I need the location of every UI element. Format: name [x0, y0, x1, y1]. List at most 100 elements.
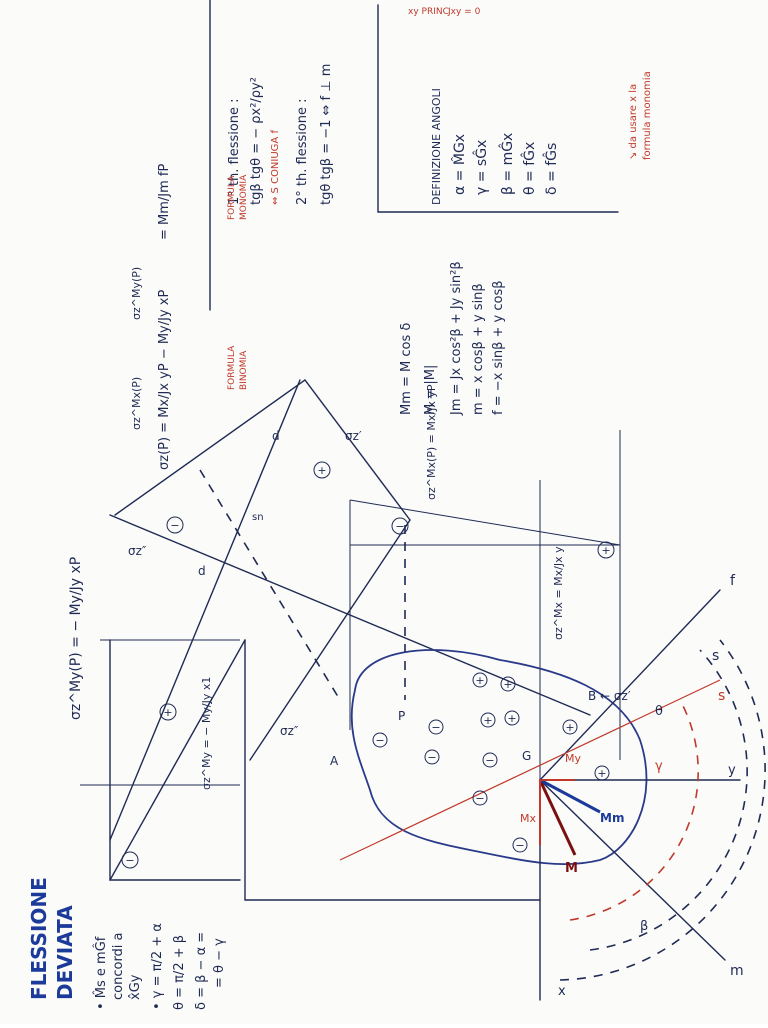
label-My: My	[565, 752, 581, 765]
note-2: concordi a	[111, 932, 126, 1000]
label-binomia-2: BINOMIA	[239, 350, 249, 390]
label-beta: β	[640, 919, 648, 934]
note-7: = θ − γ	[212, 938, 227, 988]
sign-circle	[428, 719, 444, 735]
formula-my-left: σz^My(P) = − My/Jy xP	[68, 557, 84, 720]
sign-circle	[166, 516, 184, 534]
moment-vector-M	[538, 779, 577, 856]
theorem-1-note: ⇔ S CONIUGA f	[270, 130, 281, 205]
label-Mm: Mm	[600, 811, 624, 825]
sign-minus: −	[431, 721, 440, 734]
formula-m: M = |M|	[423, 365, 438, 415]
label-M: M	[565, 861, 578, 876]
label-Mx: Mx	[520, 812, 536, 825]
label-sigma-p: σz′	[345, 429, 362, 443]
sign-plus: +	[483, 714, 492, 727]
sign-circle	[500, 676, 516, 692]
label-monomia-1: FORMULA	[227, 175, 237, 220]
def-alpha: α = M̂Gx	[451, 134, 468, 195]
sign-circle	[597, 541, 615, 559]
label-point-P: P	[398, 709, 405, 723]
sign-circle	[372, 732, 388, 748]
note-4: • γ = π/2 + α	[150, 923, 165, 1010]
label-y-axis: y	[728, 763, 736, 778]
f-axis	[539, 589, 721, 781]
formula-binomia: σz(P) = Mx/Jx yP − My/Jy xP	[157, 290, 172, 470]
dashed-neutral-line	[199, 469, 341, 701]
sign-plus: +	[475, 674, 484, 687]
arc-gamma	[569, 699, 699, 921]
title-line-1: FLESSIONE	[27, 877, 51, 1000]
label-sn: sn	[252, 512, 264, 523]
sign-circle	[472, 790, 488, 806]
sign-circle	[594, 765, 610, 781]
m-axis	[539, 779, 726, 961]
def-gamma: γ = sĜx	[472, 140, 490, 195]
sign-circle	[391, 517, 409, 535]
label-theta: θ	[655, 704, 663, 719]
def-delta: δ = fĜs	[542, 143, 560, 195]
label-d-bottom: d	[198, 564, 206, 578]
def-beta: β = mĜx	[498, 133, 516, 195]
def-theta: θ = fĜx	[520, 142, 538, 195]
sign-plus: +	[503, 678, 512, 691]
cross-section-outline	[350, 649, 648, 865]
formula-jm: Jm = Jx cos²β + Jy sin²β	[449, 261, 464, 416]
component-mx: σz^Mx(P)	[130, 377, 143, 430]
sign-plus: +	[507, 712, 516, 725]
theorem-1-title: 1° th. flessione :	[227, 98, 242, 205]
label-point-B: B ← σz′	[588, 689, 631, 703]
formula-mm: Mm = M cos δ	[399, 323, 414, 415]
label-binomia-1: FORMULA	[227, 345, 237, 390]
label-x-axis: x	[558, 984, 566, 999]
label-sigma-pp: σz″	[128, 544, 147, 558]
title-line-2: DEVIATA	[53, 905, 77, 1000]
note-da-usare-1: ↘ da usare x la	[628, 84, 639, 160]
formula-m-def: m = x cosβ + y sinβ	[471, 283, 486, 415]
label-f-axis: f	[730, 573, 736, 589]
label-G: G	[522, 749, 531, 763]
sign-circle	[480, 712, 496, 728]
sign-circle	[562, 719, 578, 735]
label-sigma-pp-A: σz″	[280, 724, 299, 738]
formula-mx-right: σz^Mx(P) = Mx/Jx yP	[425, 384, 438, 500]
theorem-1-formula: tgβ tgθ = − ρx²/ρy²	[249, 77, 264, 205]
sign-circle	[472, 672, 488, 688]
sign-minus: −	[395, 520, 404, 533]
sign-minus: −	[427, 751, 436, 764]
component-my: σz^My(P)	[130, 267, 143, 320]
definizioni-header: DEFINIZIONE ANGOLI	[430, 88, 443, 205]
stress-strip-edge	[304, 379, 411, 521]
sign-plus: +	[597, 767, 606, 780]
note-jxy: Jxy = 0	[447, 7, 481, 17]
theorem-2-formula: tgθ tgβ = −1 ⇔ f ⊥ m	[319, 64, 334, 205]
line-A-B	[109, 514, 591, 716]
formula-my-edge: σz^My = − My/Jy x1	[200, 677, 213, 790]
sign-minus: −	[375, 734, 384, 747]
note-da-usare-2: formula monomia	[642, 71, 653, 160]
label-gamma: γ	[655, 759, 663, 774]
formula-monomia: = Mm/Jm fP	[157, 164, 172, 240]
sign-circle	[424, 749, 440, 765]
sign-minus: −	[485, 754, 494, 767]
formula-f-def: f = −x sinβ + y cosβ	[491, 280, 506, 415]
note-xy-princ: xy PRINC	[408, 7, 449, 17]
label-monomia-2: MONOMIA	[239, 174, 249, 220]
formula-mx-edge: σz^Mx = Mx/Jx y	[552, 546, 565, 640]
s-axis-red	[339, 679, 721, 861]
construction-line	[349, 499, 621, 546]
sign-minus: −	[515, 839, 524, 852]
label-s-axis: s	[712, 648, 719, 664]
sign-circle	[121, 851, 139, 869]
stress-strip-edge	[249, 519, 411, 761]
label-d-top: d	[272, 429, 280, 443]
moment-vector-Mm	[539, 778, 601, 814]
label-m-axis: m	[730, 963, 744, 979]
arc-beta	[559, 639, 766, 981]
note-5: θ = π/2 + β	[172, 935, 187, 1010]
arc-theta	[589, 649, 748, 951]
sign-minus: −	[170, 519, 179, 532]
theorem-2-title: 2° th. flessione :	[295, 98, 310, 205]
